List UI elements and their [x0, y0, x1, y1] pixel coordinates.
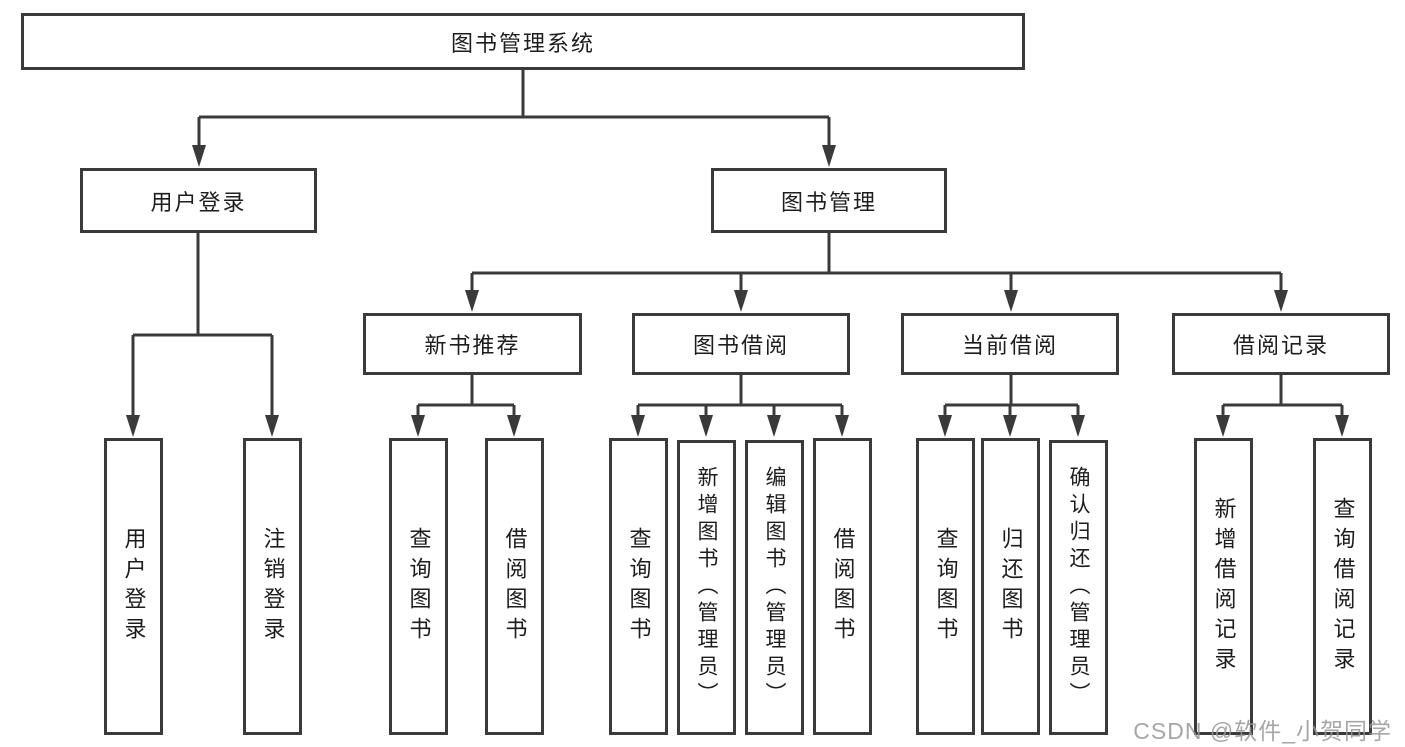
leaf-borrow-borrow-books: 借阅图书	[813, 438, 872, 735]
arrowhead-icon	[1274, 290, 1288, 312]
arrowhead-icon	[126, 415, 140, 437]
node-book-management: 图书管理	[711, 168, 947, 233]
arrowhead-icon	[767, 415, 781, 437]
watermark: CSDN @软件_小贺同学	[1133, 718, 1392, 744]
leaf-records-query-borrow-record: 查询借阅记录	[1313, 438, 1372, 735]
node-root: 图书管理系统	[21, 13, 1025, 70]
node-current-borrow: 当前借阅	[901, 313, 1119, 375]
node-user-login: 用户登录	[80, 168, 317, 233]
leaf-current-query-books: 查询图书	[916, 438, 975, 735]
arrowhead-icon	[1216, 415, 1230, 437]
arrowhead-icon	[1335, 415, 1349, 437]
node-new-book-recommend: 新书推荐	[363, 313, 582, 375]
leaf-borrow-query-books: 查询图书	[609, 438, 668, 735]
leaf-recommend-borrow-books: 借阅图书	[485, 438, 544, 735]
arrowhead-icon	[411, 415, 425, 437]
leaf-user-login: 用户登录	[104, 438, 163, 735]
arrowhead-icon	[938, 415, 952, 437]
leaf-borrow-edit-books-admin: 编辑图书（管理员）	[745, 440, 804, 735]
leaf-logout: 注销登录	[243, 438, 302, 735]
node-borrow-records: 借阅记录	[1172, 313, 1390, 375]
arrowhead-icon	[1004, 290, 1018, 312]
leaf-current-return-books: 归还图书	[981, 438, 1040, 735]
arrowhead-icon	[465, 290, 479, 312]
arrowhead-icon	[1071, 415, 1085, 437]
arrowhead-icon	[265, 415, 279, 437]
arrowhead-icon	[631, 415, 645, 437]
leaf-records-add-borrow-record: 新增借阅记录	[1194, 438, 1253, 735]
node-book-borrow: 图书借阅	[632, 313, 850, 375]
arrowhead-icon	[699, 415, 713, 437]
arrowheads	[126, 145, 1349, 437]
arrowhead-icon	[1003, 415, 1017, 437]
leaf-current-confirm-return-admin: 确认归还（管理员）	[1049, 440, 1108, 735]
leaf-recommend-query-books: 查询图书	[389, 438, 448, 735]
arrowhead-icon	[507, 415, 521, 437]
arrowhead-icon	[192, 145, 206, 167]
arrowhead-icon	[822, 145, 836, 167]
leaf-borrow-add-books-admin: 新增图书（管理员）	[677, 440, 736, 735]
arrowhead-icon	[835, 415, 849, 437]
arrowhead-icon	[734, 290, 748, 312]
tree-connectors	[131, 70, 1344, 418]
